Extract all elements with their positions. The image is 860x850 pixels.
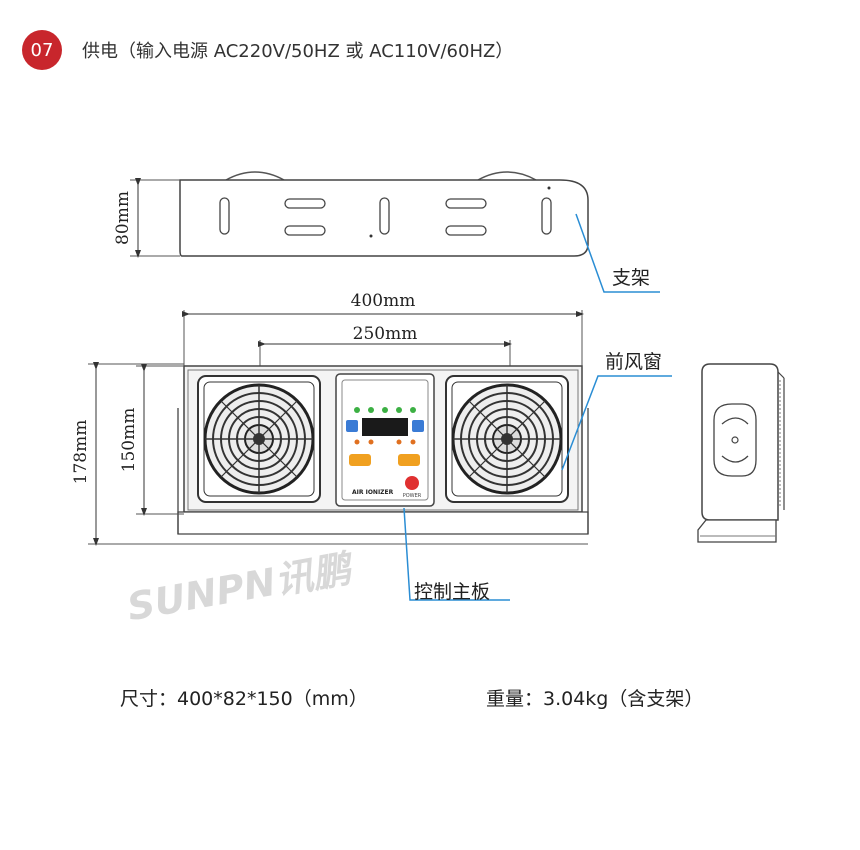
section-number-badge: 07 xyxy=(22,30,62,70)
panel-orange-button-left xyxy=(349,454,371,466)
power-button-icon xyxy=(405,476,419,490)
callout-control-board: 控制主板 xyxy=(414,581,490,603)
front-view: 400mm 250mm xyxy=(71,291,589,546)
spec-size: 尺寸：400*82*150（mm） xyxy=(120,688,368,710)
panel-orange-button-right xyxy=(398,454,420,466)
dimension-250mm: 250mm xyxy=(353,324,418,344)
spec-weight: 重量：3.04kg（含支架） xyxy=(486,688,704,710)
section-header: 07 供电（输入电源 AC220V/50HZ 或 AC110V/60HZ） xyxy=(22,30,513,70)
panel-right-button xyxy=(412,420,424,432)
dimension-178mm: 178mm xyxy=(71,420,91,485)
callout-line-control-board xyxy=(403,507,510,601)
dimension-80mm: 80mm xyxy=(113,191,133,245)
panel-power-text: POWER xyxy=(403,493,422,499)
panel-display xyxy=(362,418,408,436)
bracket-outline xyxy=(179,179,589,257)
side-view xyxy=(697,363,785,543)
right-fan xyxy=(445,375,569,503)
top-view: 80mm xyxy=(113,171,589,258)
section-title: 供电（输入电源 AC220V/50HZ 或 AC110V/60HZ） xyxy=(82,41,514,62)
left-fan xyxy=(197,375,321,503)
dimension-150mm: 150mm xyxy=(119,408,139,473)
callout-front-grille: 前风窗 xyxy=(605,351,662,373)
watermark-logo: SUNPN讯鹏 xyxy=(124,546,358,629)
dimension-400mm: 400mm xyxy=(351,291,416,311)
panel-left-button xyxy=(346,420,358,432)
control-panel: AIR IONIZER POWER xyxy=(335,373,435,507)
panel-model-text: AIR IONIZER xyxy=(352,489,394,496)
callout-line-front-grille xyxy=(561,375,672,471)
callout-line-bracket xyxy=(575,213,660,293)
callout-bracket: 支架 xyxy=(612,267,650,289)
